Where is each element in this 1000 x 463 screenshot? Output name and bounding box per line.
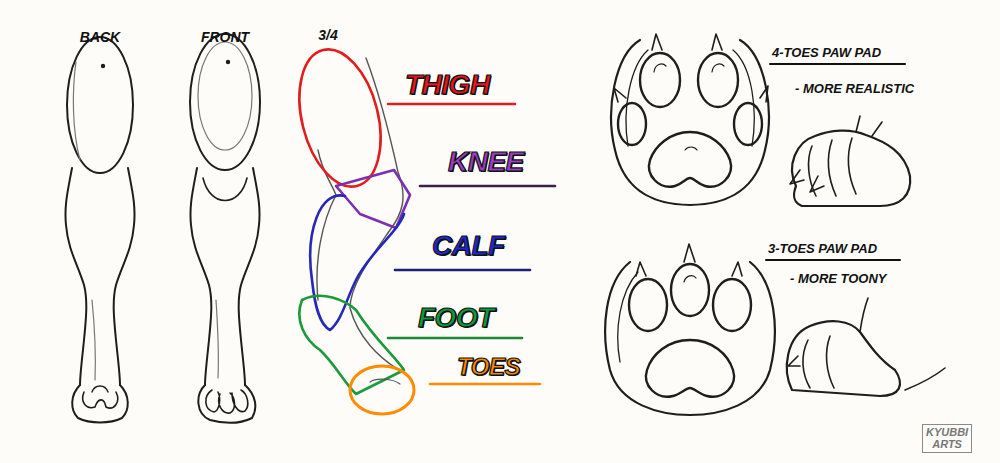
underline [420,185,555,188]
fur-line [856,116,882,136]
side-paw [792,131,910,206]
toe-pad [671,264,709,316]
sketch-line [370,379,400,384]
main-pad [649,132,731,187]
pad-highlight [654,64,724,150]
underline [388,103,515,106]
sketch-line [198,42,252,150]
toe-line [809,138,856,196]
leg-outline [114,168,135,385]
note-label: 3-TOES PAW PAD [768,242,877,255]
toe-pad [629,279,667,331]
sketch-line [73,62,80,160]
view-label: BACK [80,30,120,44]
sketch-line [733,50,754,146]
leg-outline [190,168,211,385]
underline [770,63,905,65]
view-label: 3/4 [318,28,337,42]
pad-highlight [684,276,696,282]
thigh-shape [67,37,133,173]
paw-outline [72,385,128,423]
claw [614,34,768,102]
underline [388,337,522,340]
dot-mark [102,65,104,67]
part-label: THIGH [405,71,490,99]
toe-pad [713,279,751,331]
part-label: FOOT [418,304,494,332]
sketch-line [216,300,218,378]
paw-outline [611,40,769,205]
part-label: CALF [432,232,505,260]
claw [790,170,824,192]
toes-outline [350,366,414,414]
toe-pad [640,53,680,107]
underline [430,383,540,386]
underline [766,259,900,261]
toe-pad [698,53,738,107]
paw-outline [605,262,775,415]
claw [636,244,742,276]
toe-line [803,336,834,388]
paw-pad [92,386,108,392]
thigh-outline [286,41,394,195]
toe-shape [206,390,248,413]
note-label: 4-TOES PAW PAD [772,46,881,59]
paw-pad [83,392,118,408]
part-label: TOES [457,355,520,379]
thigh-shape [190,34,260,170]
knee-cap [203,178,247,201]
main-pad [646,340,734,397]
paw-outline [198,385,255,423]
leg-outline [239,168,260,385]
part-label: KNEE [448,148,524,176]
toe-pad [734,103,762,145]
knee-outline [336,170,410,228]
toe-pad [618,103,646,145]
note-label: - MORE TOONY [790,272,887,285]
underline [395,269,530,272]
fur-line [860,298,945,390]
sketch-line [92,300,95,380]
side-paw [787,321,900,396]
dot-mark [227,61,229,63]
claw [788,356,800,366]
view-label: FRONT [201,30,249,44]
watermark-text: KYUBBI ARTS [926,427,968,450]
watermark-box: KYUBBI ARTS [922,424,972,453]
note-label: - MORE REALISTIC [795,82,914,95]
leg-outline [65,168,86,385]
